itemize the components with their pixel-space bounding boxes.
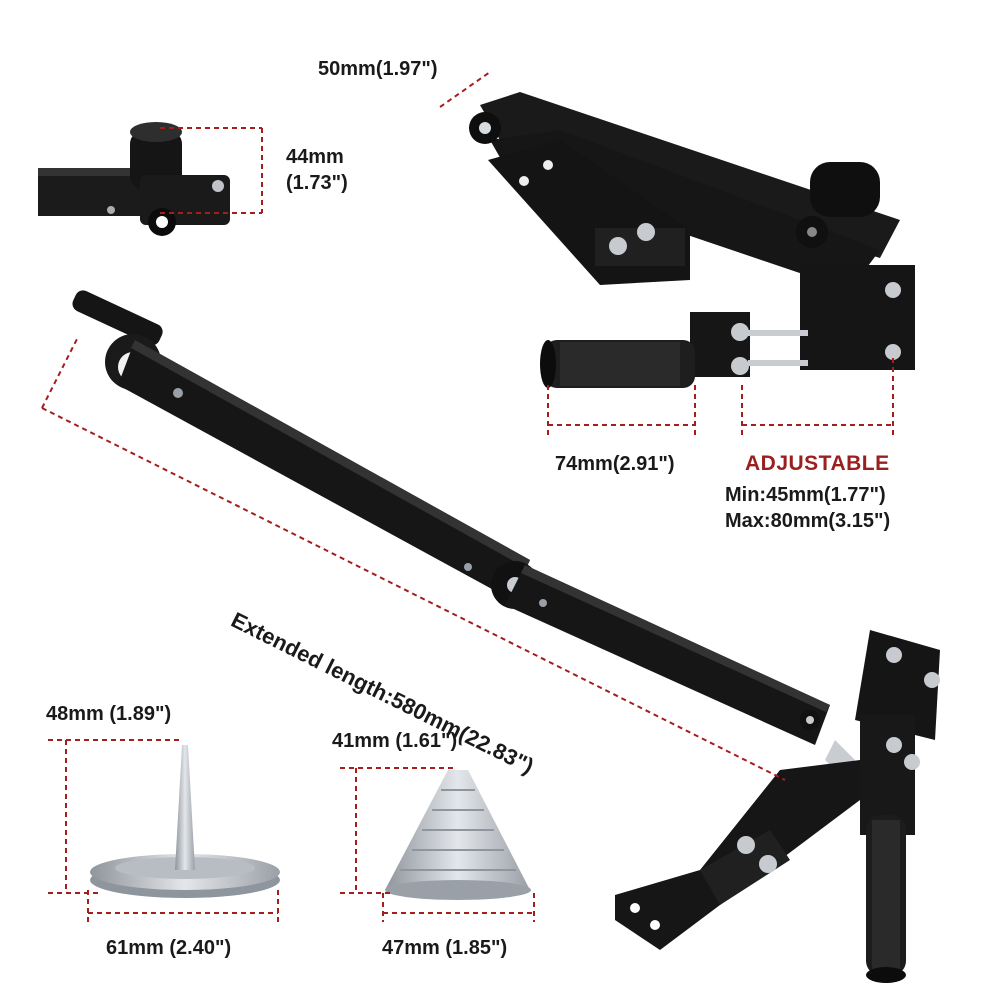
spike-width-label: 61mm (2.40") — [106, 937, 232, 959]
adjustable-max-label: Max:80mm(3.15") — [725, 510, 891, 532]
top-width-label: 50mm(1.97") — [318, 58, 438, 80]
cone-width-label: 47mm (1.85") — [382, 937, 508, 959]
spike-height-label: 48mm (1.89") — [46, 703, 172, 725]
folded-assembly — [469, 92, 915, 388]
clamp-height-in-label: (1.73") — [286, 172, 348, 194]
cone-tip — [385, 770, 531, 900]
cone-height-label: 41mm (1.61") — [332, 730, 458, 752]
spike-tip — [90, 745, 280, 898]
dimension-lines — [41, 71, 894, 924]
extended-arm — [72, 290, 830, 745]
clamp-detail — [38, 122, 230, 236]
head-assembly — [615, 630, 940, 983]
adjustable-label: ADJUSTABLE — [745, 452, 890, 475]
clamp-height-mm-label: 44mm — [286, 146, 344, 168]
adjustable-min-label: Min:45mm(1.77") — [725, 484, 886, 506]
handle-length-label: 74mm(2.91") — [555, 453, 675, 475]
